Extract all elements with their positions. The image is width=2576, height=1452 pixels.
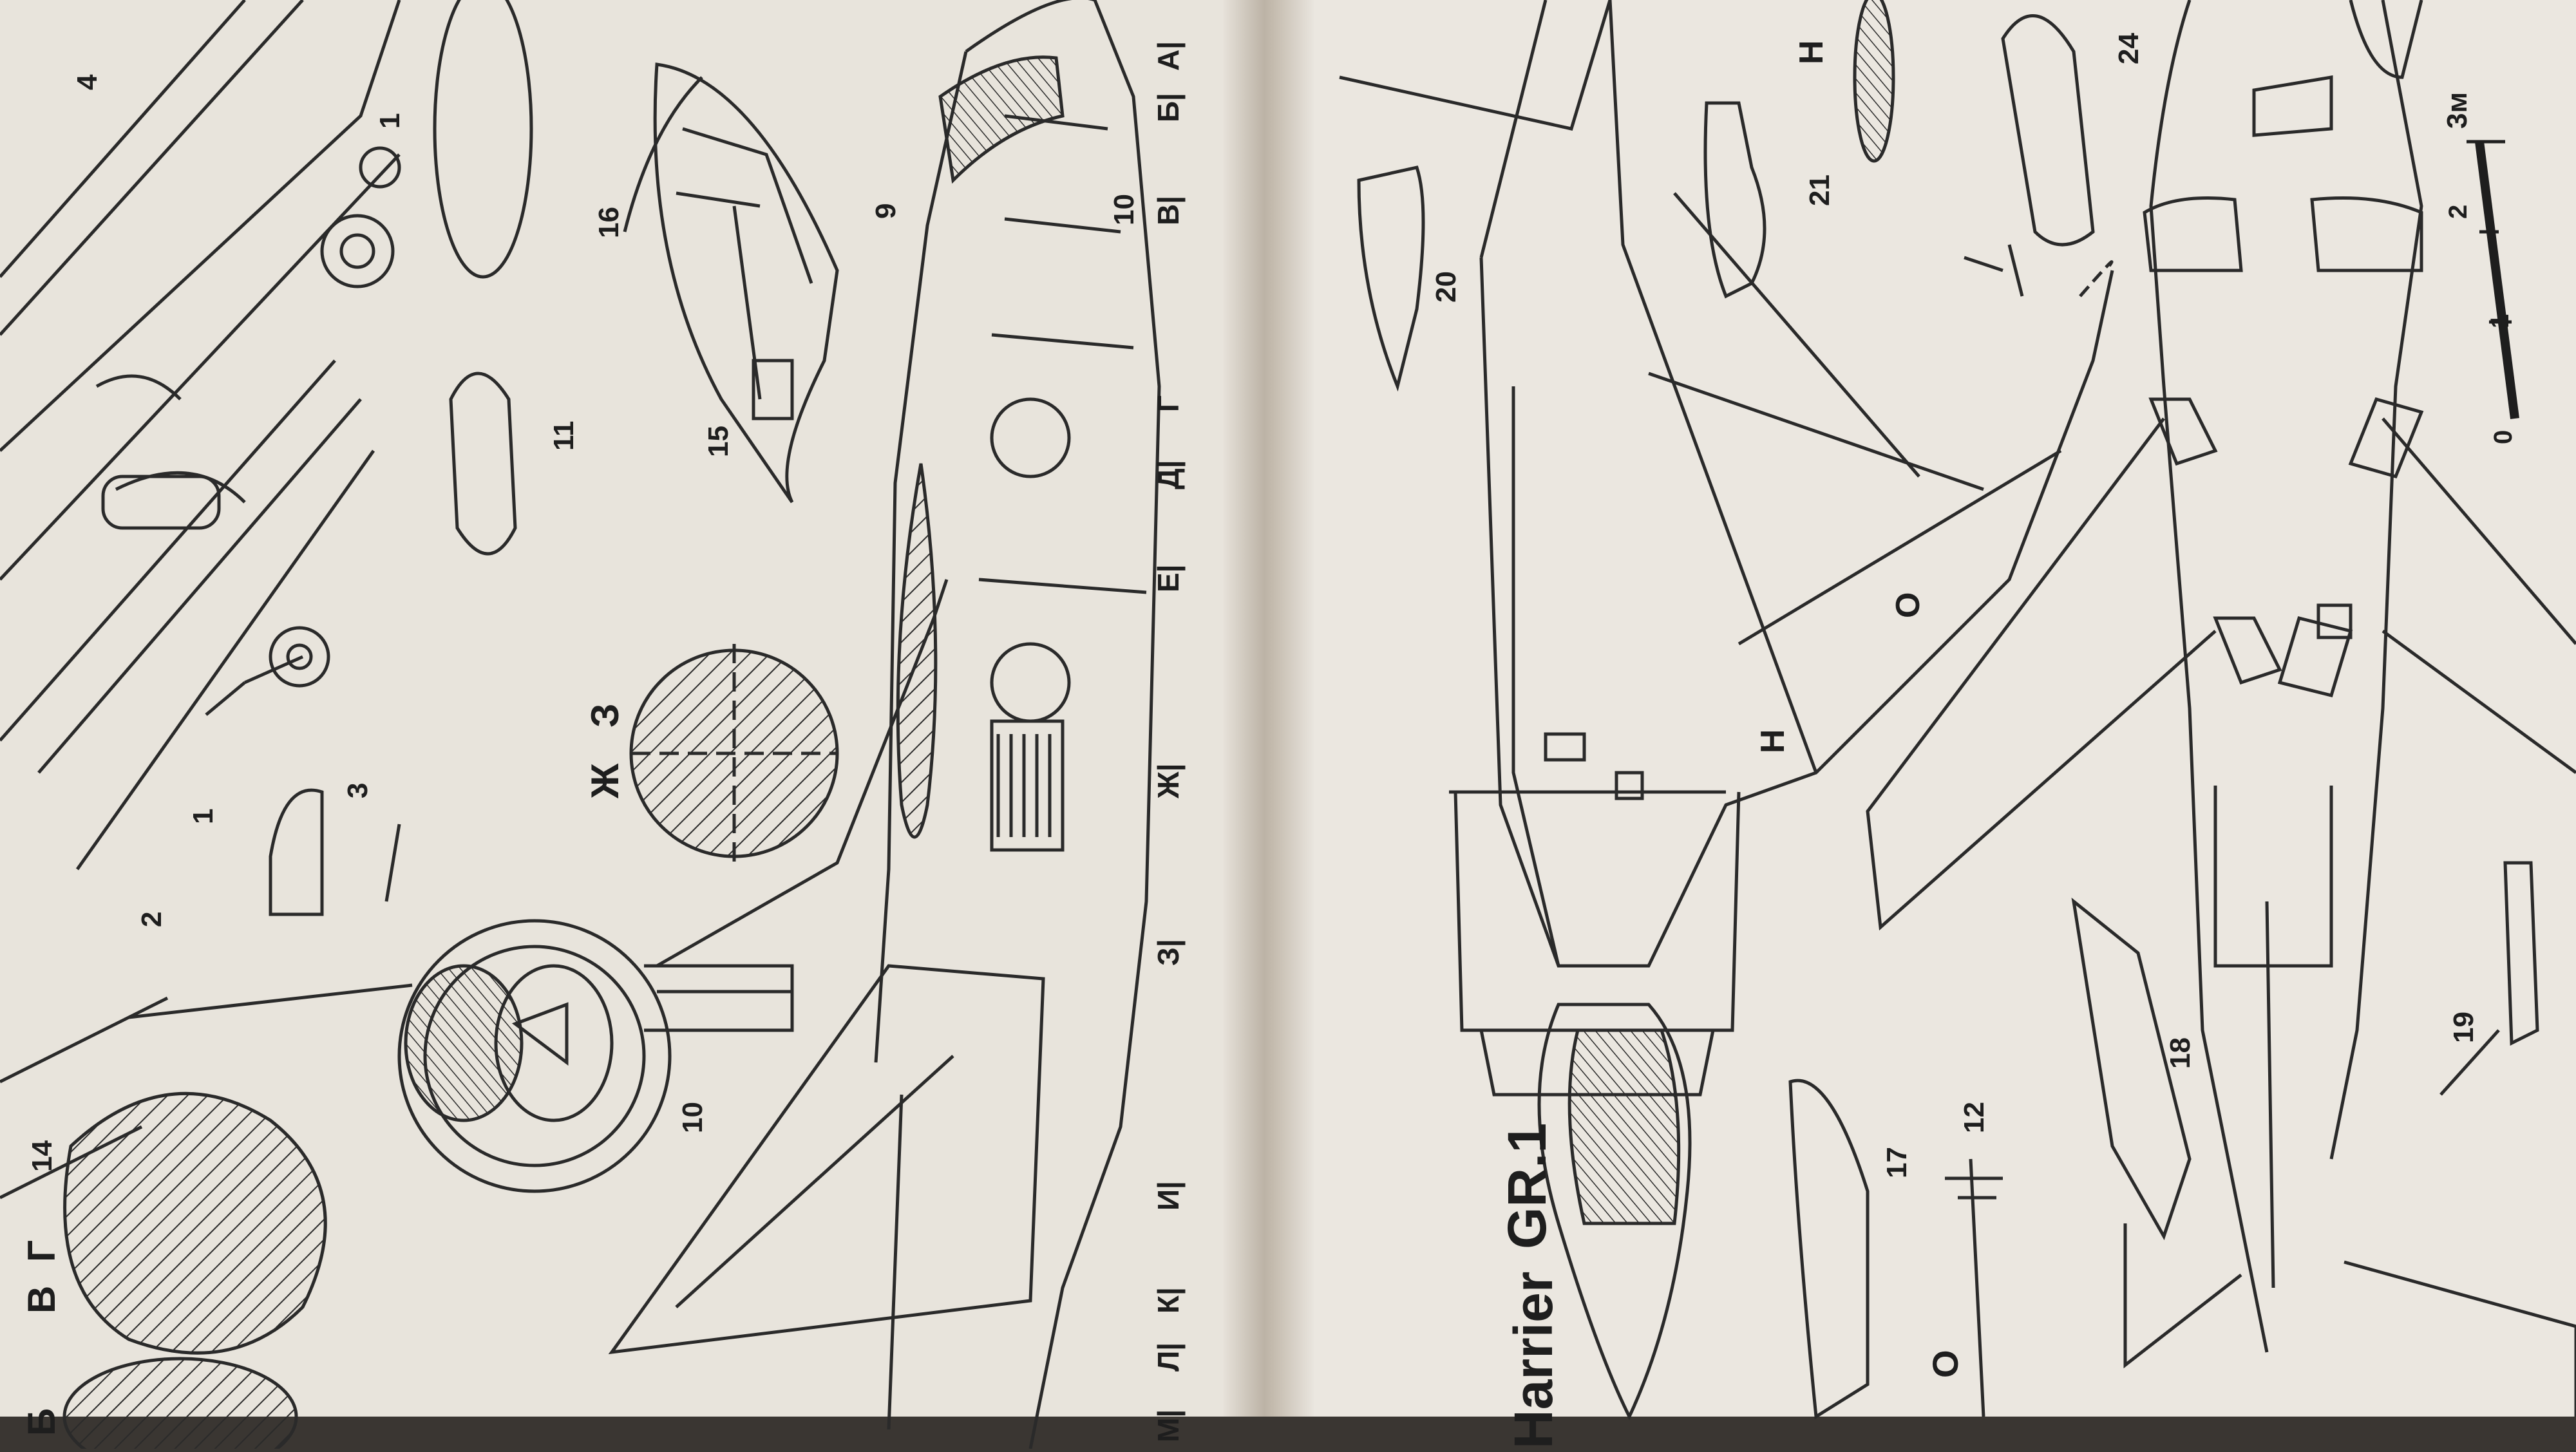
- pod-3: [269, 788, 324, 916]
- drawing-24: [2001, 14, 2095, 247]
- callout-21: 21: [1804, 174, 1835, 206]
- section-label-b: Б: [20, 1408, 63, 1436]
- callout-9: 9: [870, 203, 902, 219]
- title-gr1: GR.1: [1497, 1123, 1557, 1249]
- section-label-z: З: [583, 703, 627, 728]
- callout-12: 12: [1958, 1102, 1990, 1133]
- section-label-o-mid: О: [1889, 592, 1927, 618]
- title-harrier: Harrier: [1503, 1271, 1564, 1449]
- front-view: [128, 579, 949, 1193]
- station-a: А|: [1151, 41, 1185, 71]
- bomb-21: [1703, 101, 1766, 299]
- station-v: В|: [1151, 196, 1185, 225]
- aircraft-bottom-view: [1866, 0, 2576, 1417]
- left-page-drawings: [0, 0, 1161, 1452]
- section-g: [63, 1091, 327, 1355]
- section-b: [62, 1357, 298, 1452]
- section-label-v: В: [20, 1286, 63, 1314]
- station-zh: Ж|: [1151, 764, 1185, 799]
- right-page: [1262, 0, 2576, 1449]
- callout-10b: 10: [677, 1102, 708, 1133]
- scale-tick-1: 1: [2486, 314, 2514, 328]
- callout-19: 19: [2448, 1012, 2479, 1043]
- nose-section-15: [653, 62, 839, 504]
- callout-18: 18: [2164, 1037, 2196, 1069]
- scale-bar: 3м 0 1 2: [2441, 92, 2519, 444]
- missile-12: [1945, 1158, 2003, 1417]
- section-label-o-bottom: О: [1925, 1350, 1965, 1378]
- fuel-pod-11: [433, 0, 533, 279]
- station-e: Е|: [1151, 564, 1185, 592]
- callout-1b: 1: [187, 809, 219, 824]
- right-page-labels: Harrier GR.1 24 21 20 19 18 17 12 Н О Н …: [1430, 33, 2479, 1449]
- station-b: Б|: [1151, 93, 1185, 122]
- callout-1: 1: [374, 113, 406, 129]
- aircraft-side-view: [608, 0, 1161, 1449]
- drawing-19: [2439, 861, 2539, 1096]
- aircraft-top-view: [1339, 0, 2114, 1420]
- callout-4: 4: [71, 74, 103, 90]
- section-label-n-mid: Н: [1754, 729, 1792, 753]
- drawing-17: [1788, 1079, 1870, 1420]
- dark-table-edge: [0, 1417, 2576, 1449]
- tail-fin: [608, 964, 1045, 1355]
- station-d: Д|: [1151, 460, 1185, 489]
- scale-tick-2: 2: [2444, 205, 2472, 219]
- section-label-g: Г: [20, 1240, 63, 1262]
- station-z: З|: [1151, 939, 1185, 966]
- callout-16: 16: [593, 207, 625, 238]
- callout-2: 2: [136, 912, 167, 927]
- callout-17: 17: [1881, 1147, 1913, 1178]
- pod-top: [2349, 0, 2423, 79]
- station-k: К|: [1151, 1287, 1185, 1314]
- station-m: М|: [1151, 1410, 1185, 1442]
- scale-unit: 3м: [2441, 92, 2473, 129]
- callout-10: 10: [1108, 194, 1140, 225]
- fuselage-side-view: [0, 0, 401, 1200]
- book-gutter: [1224, 0, 1314, 1449]
- station-i: И|: [1151, 1181, 1185, 1211]
- scale-tick-0: 0: [2489, 430, 2517, 444]
- station-l: Л|: [1151, 1343, 1185, 1372]
- station-g: Г: [1151, 395, 1185, 412]
- callout-15: 15: [703, 426, 734, 457]
- callout-20: 20: [1430, 271, 1462, 303]
- section-label-n-top: Н: [1793, 40, 1830, 64]
- drawing-20: [1357, 165, 1425, 392]
- station-letters: А| Б| В| Г Д| Е| Ж| З| И| К| Л| М|: [1151, 41, 1185, 1442]
- left-page-labels: 4 1 1 2 3 16 11 15 9 10 10 14 Б В Г Ж З: [20, 74, 1140, 1436]
- callout-14: 14: [26, 1140, 58, 1172]
- section-label-zh: Ж: [583, 763, 627, 799]
- drawing-18: [2071, 898, 2192, 1241]
- callout-24: 24: [2113, 33, 2145, 64]
- callout-11: 11: [548, 420, 580, 451]
- drop-tank: [449, 372, 517, 556]
- callout-3: 3: [342, 783, 374, 798]
- right-page-drawings: [1339, 0, 2576, 1420]
